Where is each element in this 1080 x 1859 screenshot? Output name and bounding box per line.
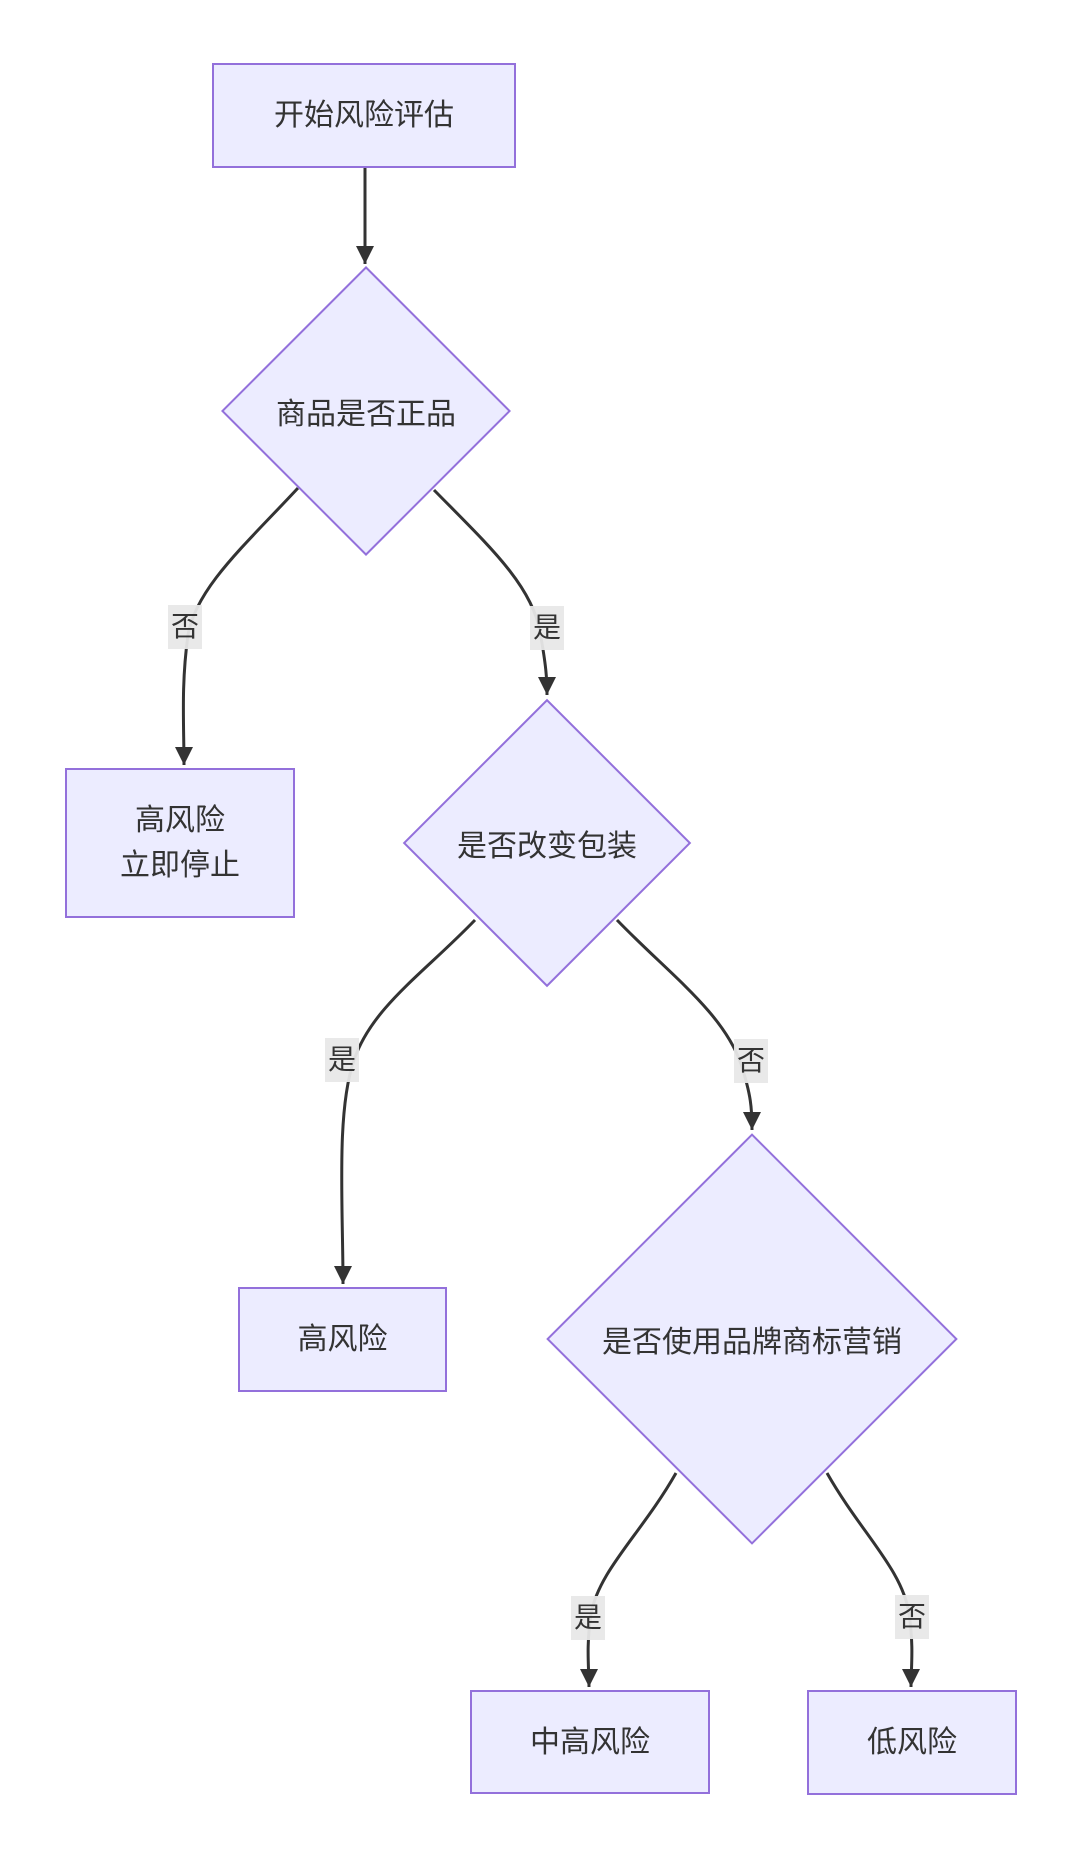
node-high-risk-label: 高风险 [297,1322,388,1357]
node-start-label: 开始风险评估 [274,98,454,133]
edge-trademark-no [825,1472,921,1688]
node-high-risk-stop-line1: 高风险 [135,803,225,838]
decision-product-genuine-label: 商品是否正品 [276,397,456,432]
edge-packaging-yes [333,918,477,1285]
edge-label-genuine-yes: 是 [529,606,565,650]
node-low-risk-label: 低风险 [867,1725,957,1760]
edge-label-genuine-no: 否 [167,605,203,649]
edge-label-trademark-no: 否 [894,1595,930,1639]
node-medium-high-risk: 中高风险 [470,1690,710,1794]
decision-brand-trademark-label: 是否使用品牌商标营销 [602,1325,902,1360]
node-start: 开始风险评估 [212,63,516,168]
edge-label-trademark-yes: 是 [570,1596,606,1640]
node-low-risk: 低风险 [807,1690,1017,1795]
node-high-risk-stop-line2: 立即停止 [120,848,240,883]
decision-packaging-changed-label: 是否改变包装 [457,829,637,864]
node-high-risk: 高风险 [238,1287,447,1392]
node-medium-high-risk-label: 中高风险 [530,1724,650,1760]
edge-label-packaging-no: 否 [733,1039,769,1083]
edge-trademark-yes [579,1472,678,1688]
edge-genuine-yes [432,488,556,696]
edge-label-packaging-yes: 是 [324,1038,360,1082]
edge-packaging-no [615,918,761,1131]
node-high-risk-stop: 高风险 立即停止 [65,768,295,918]
